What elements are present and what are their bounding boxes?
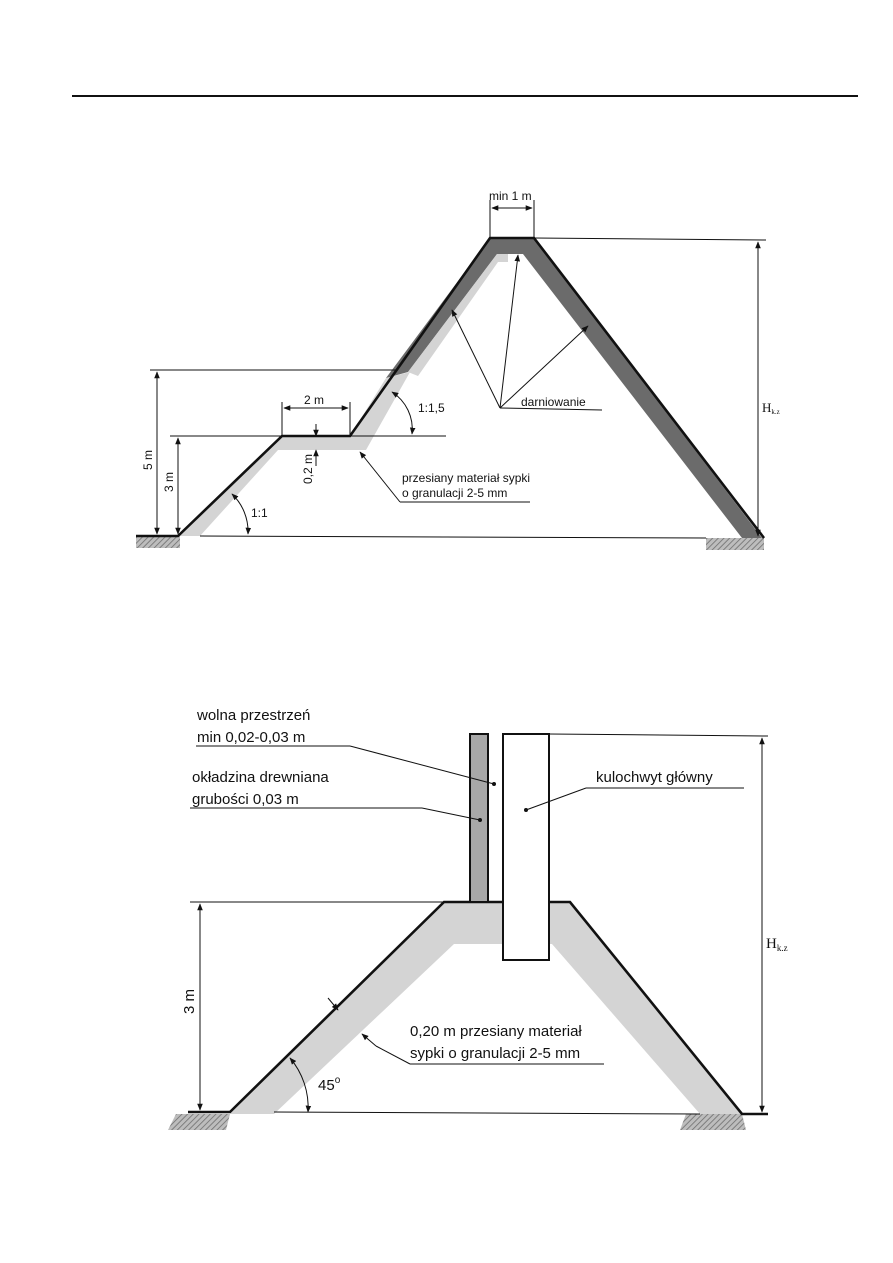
dim-hkz-top-ext [533, 237, 767, 241]
material-layer-upper [408, 254, 508, 376]
base-line [273, 1111, 701, 1115]
material-layer-lower [178, 372, 410, 536]
leader-sod-right [499, 325, 589, 409]
ground-right [680, 1114, 746, 1130]
figure-bottom-bulletcatcher: Hk.z 3 m 45o 0,20 m przesiany materiał s… [168, 707, 788, 1130]
header-rule [72, 95, 858, 97]
label-3m: 3 m [181, 989, 198, 1014]
label-main-bulletcatcher: kulochwyt główny [596, 769, 713, 786]
label-material-line1: przesiany materiał sypki [402, 471, 530, 485]
label-cladding-line1: okładzina drewniana [192, 769, 329, 786]
ground-left [136, 536, 180, 548]
free-space-dot [492, 782, 496, 786]
label-free-space-line2: min 0,02-0,03 m [197, 729, 305, 746]
leader-sod-top [499, 254, 521, 409]
sod-layer-top [490, 238, 534, 254]
label-slope-1-1: 1:1 [251, 506, 268, 520]
main-bulletcatcher-wall [502, 733, 550, 961]
label-sodding: darniowanie [521, 395, 586, 409]
ground-left [168, 1114, 230, 1130]
label-material-line2: o granulacji 2-5 mm [402, 486, 507, 500]
main-bulletcatcher-dot [524, 808, 528, 812]
label-berm: 2 m [304, 393, 324, 407]
label-02: 0,2 m [301, 454, 315, 484]
sod-layer-right [523, 238, 762, 538]
label-hkz: Hk.z [762, 400, 780, 416]
label-material-line1: 0,20 m przesiany materiał [410, 1023, 582, 1040]
label-free-space-line1: wolna przestrzeń [196, 707, 310, 724]
leader-free-space [349, 745, 495, 785]
label-3m: 3 m [162, 472, 176, 492]
ground-right [706, 538, 764, 550]
leader-material [375, 1045, 411, 1065]
leader-sod-left [451, 309, 501, 409]
angle-arc-1-1 [231, 493, 252, 535]
leader-sod-underline [499, 407, 603, 411]
label-cladding-line2: grubości 0,03 m [192, 791, 299, 808]
label-material-line2: sypki o granulacji 2-5 mm [410, 1045, 580, 1062]
cladding-dot [478, 818, 482, 822]
material-layer [230, 902, 742, 1114]
label-min-width: min 1 m [489, 189, 532, 203]
leader-material [359, 451, 401, 503]
figure-top-embankment: min 1 m Hk.z 5 m 3 m 2 m 0,2 m [136, 189, 780, 550]
label-angle-45: 45o [318, 1075, 341, 1094]
angle-arc-45 [289, 1057, 312, 1113]
angle-arc-1-15 [391, 391, 416, 435]
thickness-arrow-outer [327, 997, 339, 1011]
leader-main-bulletcatcher [525, 787, 587, 811]
label-hkz: Hk.z [766, 936, 788, 953]
thickness-arrow-inner [361, 1033, 377, 1047]
leader-cladding [421, 807, 481, 821]
label-5m: 5 m [141, 450, 155, 470]
base-line [199, 535, 707, 539]
label-slope-1-15: 1:1,5 [418, 401, 445, 415]
dim-hkz-top-ext [548, 733, 769, 737]
